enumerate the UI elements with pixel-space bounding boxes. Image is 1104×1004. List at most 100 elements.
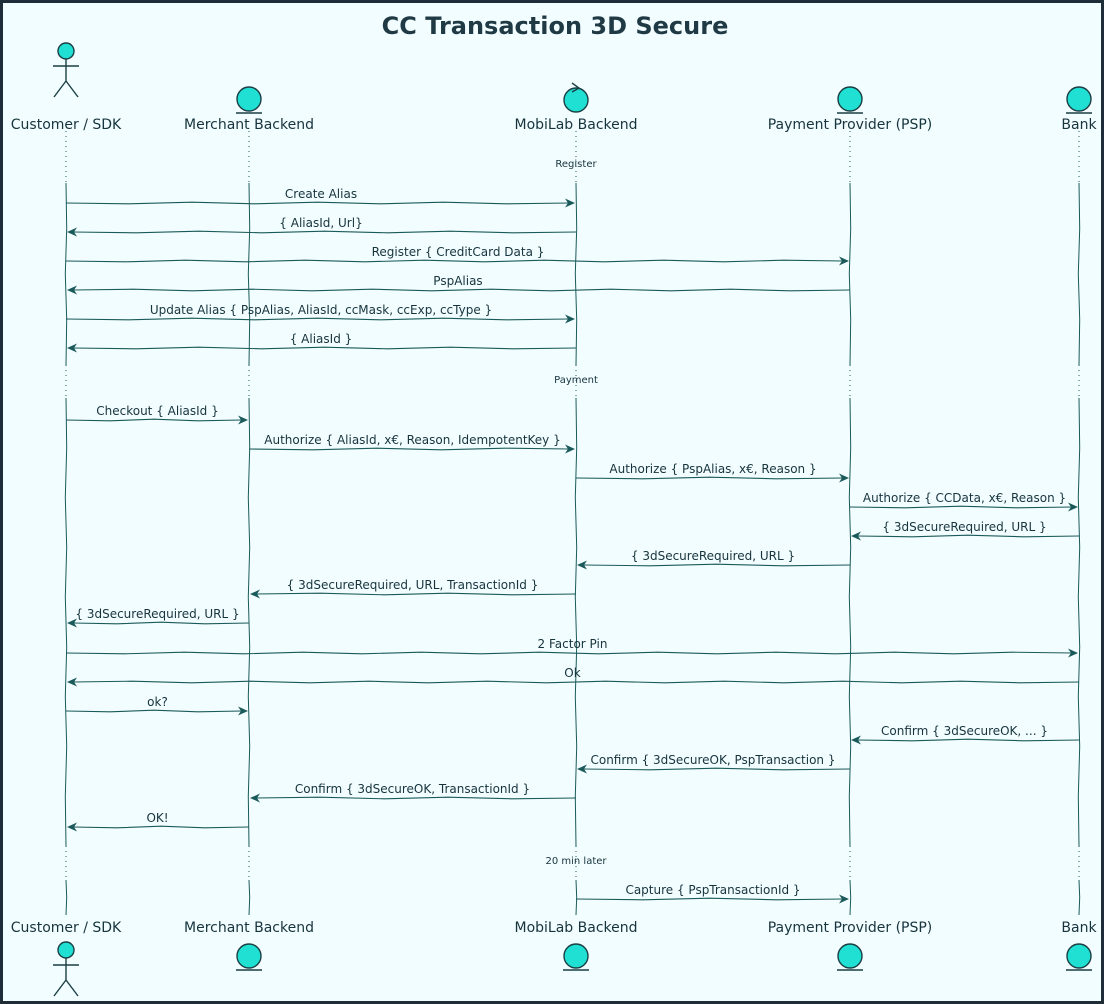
message-label: ok? bbox=[147, 695, 168, 709]
message-17: ok? bbox=[65, 695, 248, 716]
actor-head bbox=[57, 941, 75, 959]
arrow-head-icon bbox=[238, 415, 248, 425]
message-arrow-line bbox=[255, 592, 577, 596]
message-label: Authorize { PspAlias, x€, Reason } bbox=[609, 462, 816, 476]
customer-participant-icon-footer bbox=[53, 941, 79, 997]
participant-label-merchant: Merchant Backend bbox=[184, 117, 314, 133]
merchant-participant-icon-footer bbox=[236, 943, 262, 971]
arrow-head-icon bbox=[67, 677, 77, 687]
message-8: Authorize { AliasId, x€, Reason, Idempot… bbox=[248, 433, 575, 454]
message-label: PspAlias bbox=[433, 274, 482, 288]
message-9: Authorize { PspAlias, x€, Reason } bbox=[575, 462, 849, 483]
message-4: PspAlias bbox=[67, 274, 851, 295]
arrow-head-icon bbox=[1068, 502, 1078, 512]
message-1: Create Alias bbox=[65, 187, 575, 208]
message-arrow-line bbox=[72, 621, 250, 625]
message-label: Checkout { AliasId } bbox=[96, 404, 219, 418]
message-2: { AliasId, Url} bbox=[67, 216, 577, 237]
participant-label-psp: Payment Provider (PSP) bbox=[768, 117, 933, 133]
divider-later: 20 min later bbox=[545, 856, 607, 867]
message-arrow-line bbox=[582, 767, 851, 771]
participant-label-mobilab: MobiLab Backend bbox=[515, 117, 638, 133]
message-label: { 3dSecureRequired, URL } bbox=[631, 549, 795, 563]
control-circle bbox=[563, 87, 589, 113]
message-arrow-line bbox=[65, 709, 243, 713]
entity-circle bbox=[563, 943, 589, 969]
message-label: { AliasId } bbox=[290, 332, 353, 346]
entity-circle bbox=[1066, 86, 1092, 112]
message-label: Ok bbox=[564, 666, 580, 680]
message-16: Ok bbox=[67, 666, 1080, 687]
sequence-diagram: CC Transaction 3D Secure RegisterPayment… bbox=[11, 12, 1097, 997]
message-arrow-line bbox=[65, 201, 570, 205]
entity-circle bbox=[236, 86, 262, 112]
messages: Create Alias { AliasId, Url} Register { Cr… bbox=[65, 187, 1080, 904]
message-arrow-line bbox=[72, 288, 851, 292]
participant-footer-label-psp: Payment Provider (PSP) bbox=[768, 920, 933, 936]
lifeline-bank bbox=[1078, 879, 1081, 916]
message-12: { 3dSecureRequired, URL } bbox=[577, 549, 851, 570]
mobilab-participant-icon-footer bbox=[563, 943, 589, 971]
actor-body bbox=[53, 958, 79, 997]
arrow-head-icon bbox=[238, 706, 248, 716]
message-label: 2 Factor Pin bbox=[538, 637, 608, 651]
message-22: Capture { PspTransactionId } bbox=[575, 883, 849, 904]
arrow-head-icon bbox=[839, 894, 849, 904]
message-arrow-line bbox=[856, 738, 1080, 742]
message-7: Checkout { AliasId } bbox=[65, 404, 248, 425]
psp-participant-icon-footer bbox=[837, 943, 863, 971]
message-arrow-line bbox=[248, 447, 570, 451]
arrow-head-icon bbox=[565, 444, 575, 454]
message-arrow-line bbox=[65, 418, 243, 422]
lifelines bbox=[64, 131, 1081, 916]
entity-circle bbox=[837, 943, 863, 969]
participant-footer-label-merchant: Merchant Backend bbox=[184, 920, 314, 936]
merchant-participant-icon bbox=[236, 86, 262, 114]
arrow-head-icon bbox=[1068, 648, 1078, 658]
message-arrow-line bbox=[72, 230, 577, 234]
message-label: Authorize { CCData, x€, Reason } bbox=[863, 491, 1066, 505]
message-label: OK! bbox=[146, 811, 168, 825]
message-arrow-line bbox=[582, 563, 851, 567]
message-14: { 3dSecureRequired, URL } bbox=[67, 607, 250, 628]
message-5: Update Alias { PspAlias, AliasId, ccMask… bbox=[65, 303, 575, 324]
entity-circle bbox=[837, 86, 863, 112]
message-arrow-line bbox=[575, 897, 844, 901]
customer-participant-icon bbox=[53, 42, 79, 98]
message-arrow-line bbox=[65, 651, 1073, 655]
message-arrow-line bbox=[72, 346, 577, 350]
mobilab-participant-icon bbox=[563, 82, 589, 113]
message-arrow-line bbox=[849, 505, 1073, 509]
arrow-head-icon bbox=[839, 473, 849, 483]
arrow-head-icon bbox=[851, 735, 861, 745]
message-15: 2 Factor Pin bbox=[65, 637, 1078, 658]
message-label: Register { CreditCard Data } bbox=[372, 245, 545, 259]
entity-circle bbox=[236, 943, 262, 969]
lifeline-mobilab bbox=[574, 182, 578, 366]
bank-participant-icon-footer bbox=[1066, 943, 1092, 971]
message-6: { AliasId } bbox=[67, 332, 577, 353]
message-arrow-line bbox=[575, 476, 844, 480]
lifeline-psp bbox=[849, 879, 852, 916]
lifeline-customer bbox=[65, 879, 68, 916]
arrow-head-icon bbox=[565, 198, 575, 208]
actor-head bbox=[57, 42, 75, 60]
message-label: { 3dSecureRequired, URL } bbox=[882, 520, 1046, 534]
participant-footer-label-mobilab: MobiLab Backend bbox=[515, 920, 638, 936]
message-arrow-line bbox=[72, 825, 250, 829]
arrow-head-icon bbox=[67, 285, 77, 295]
message-label: Update Alias { PspAlias, AliasId, ccMask… bbox=[150, 303, 492, 317]
entity-circle bbox=[1066, 943, 1092, 969]
message-11: { 3dSecureRequired, URL } bbox=[851, 520, 1080, 541]
arrow-head-icon bbox=[851, 531, 861, 541]
lifeline-mobilab bbox=[575, 879, 578, 916]
actor-body bbox=[53, 59, 79, 98]
lifeline-merchant bbox=[247, 397, 251, 847]
arrow-head-icon bbox=[67, 227, 77, 237]
arrow-head-icon bbox=[250, 793, 260, 803]
arrow-head-icon bbox=[577, 560, 587, 570]
message-label: Authorize { AliasId, x€, Reason, Idempot… bbox=[264, 433, 560, 447]
lifeline-merchant bbox=[247, 182, 251, 366]
message-label: Confirm { 3dSecureOK, ... } bbox=[881, 724, 1048, 738]
